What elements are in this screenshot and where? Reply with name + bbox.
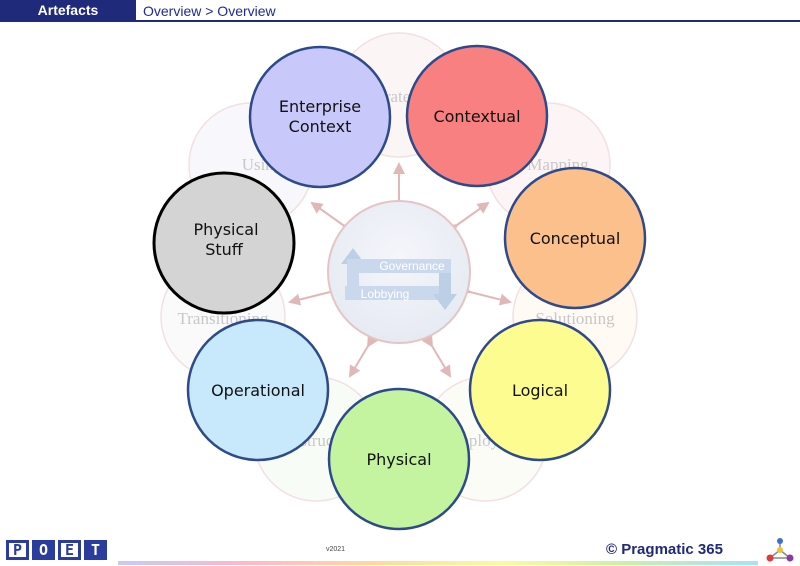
logo-letter-o: O (32, 540, 55, 560)
circle-label-conceptual: Conceptual (530, 229, 621, 248)
poet-logo: P O E T (6, 540, 107, 560)
circle-shape-physical-stuff[interactable] (152, 171, 296, 315)
circle-label-operational: Operational (211, 381, 305, 400)
footer-gradient-bar (118, 561, 758, 565)
logo-letter-e: E (58, 540, 81, 560)
circle-contextual[interactable]: Contextual (405, 44, 549, 188)
arrow-deploying (421, 334, 452, 378)
main-circles: Enterprise Context Contextual Conceptual… (152, 44, 647, 531)
circle-physical-stuff[interactable]: Physical Stuff (152, 171, 296, 315)
arrow-solutioning (458, 283, 512, 306)
section-tab[interactable]: Artefacts (0, 0, 136, 22)
circle-label-logical: Logical (512, 381, 568, 400)
circle-shape-physical[interactable] (327, 387, 471, 531)
circle-operational[interactable]: Operational (186, 318, 330, 462)
circle-shape-logical[interactable] (468, 318, 612, 462)
circle-shape-conceptual[interactable] (503, 166, 647, 310)
poet-diagram: Strategy Mapping Solutioning Deploying C… (152, 32, 647, 531)
breadcrumb[interactable]: Overview > Overview (143, 3, 276, 19)
governance-bar (347, 259, 451, 273)
center-hub: Governance Lobbying (327, 200, 471, 344)
pragmatic-molecule-icon (766, 538, 794, 562)
circle-label-physical: Physical (366, 450, 431, 469)
arrow-down-icon (433, 273, 457, 310)
version-label: v2021 (326, 546, 346, 553)
circle-shape-enterprise-context[interactable] (248, 45, 392, 189)
circle-physical[interactable]: Physical (327, 387, 471, 531)
lobbying-label: Lobbying (361, 287, 410, 301)
logo-letter-t: T (84, 540, 107, 560)
circle-label-enterprise-context-1: Enterprise (279, 97, 361, 116)
circle-label-contextual: Contextual (433, 107, 520, 126)
circle-conceptual[interactable]: Conceptual (503, 166, 647, 310)
circle-enterprise-context[interactable]: Enterprise Context (248, 45, 392, 189)
governance-lobbying-graphic (341, 248, 457, 310)
arrow-mapping (445, 201, 490, 236)
circle-label-physical-stuff-2: Stuff (205, 240, 244, 259)
arrow-using (310, 201, 355, 236)
arrow-constructing (348, 334, 379, 378)
circle-shape-contextual[interactable] (405, 44, 549, 188)
connector-arrows (288, 162, 512, 378)
logo-letter-p: P (6, 540, 29, 560)
circle-logical[interactable]: Logical (468, 318, 612, 462)
governance-label: Governance (379, 259, 445, 273)
lobbying-bar (345, 286, 445, 300)
arrow-up-stem (347, 262, 359, 300)
circle-label-enterprise-context-2: Context (289, 117, 352, 136)
circle-label-physical-stuff-1: Physical (193, 220, 258, 239)
header-bar: Artefacts Overview > Overview (0, 0, 800, 22)
arrow-transitioning (288, 283, 342, 306)
brand-copyright: © Pragmatic 365 (606, 541, 723, 558)
circle-shape-operational[interactable] (186, 318, 330, 462)
